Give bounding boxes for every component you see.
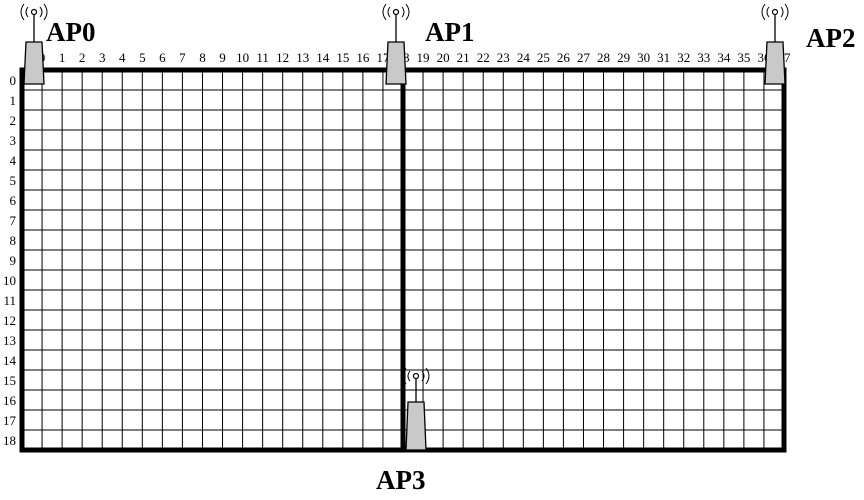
ap3-antenna-icon bbox=[402, 367, 430, 451]
column-label: 34 bbox=[717, 50, 731, 65]
walls bbox=[19, 67, 787, 453]
ap1-label: AP1 bbox=[425, 17, 475, 47]
column-label: 4 bbox=[119, 50, 126, 65]
ap0-label: AP0 bbox=[46, 17, 96, 47]
column-label: 9 bbox=[219, 50, 226, 65]
column-label: 11 bbox=[256, 50, 269, 65]
ap2-antenna-icon bbox=[761, 3, 789, 85]
row-label: 4 bbox=[10, 153, 17, 168]
column-label: 3 bbox=[99, 50, 106, 65]
column-label: 2 bbox=[79, 50, 86, 65]
ap2-label: AP2 bbox=[806, 23, 856, 53]
row-label: 12 bbox=[3, 313, 16, 328]
row-label: 18 bbox=[3, 433, 16, 448]
row-label: 15 bbox=[3, 373, 16, 388]
column-label: 22 bbox=[477, 50, 490, 65]
row-label: 2 bbox=[10, 113, 17, 128]
ap1-antenna-icon bbox=[382, 3, 410, 85]
row-label: 11 bbox=[3, 293, 16, 308]
column-label: 24 bbox=[517, 50, 531, 65]
column-label: 10 bbox=[236, 50, 249, 65]
row-label: 0 bbox=[10, 73, 17, 88]
column-label: 20 bbox=[437, 50, 450, 65]
row-label: 9 bbox=[10, 253, 17, 268]
row-label: 10 bbox=[3, 273, 16, 288]
column-label: 1 bbox=[59, 50, 66, 65]
column-label: 8 bbox=[199, 50, 206, 65]
row-label: 6 bbox=[10, 193, 17, 208]
column-label: 12 bbox=[276, 50, 289, 65]
column-label: 6 bbox=[159, 50, 166, 65]
column-label: 16 bbox=[356, 50, 370, 65]
column-label: 31 bbox=[657, 50, 670, 65]
column-label: 29 bbox=[617, 50, 630, 65]
row-label: 8 bbox=[10, 233, 17, 248]
column-label: 33 bbox=[697, 50, 710, 65]
row-label: 14 bbox=[3, 353, 17, 368]
column-label: 21 bbox=[457, 50, 470, 65]
row-label: 3 bbox=[10, 133, 17, 148]
row-label: 1 bbox=[10, 93, 17, 108]
ap3-label: AP3 bbox=[376, 465, 426, 495]
column-label: 7 bbox=[179, 50, 186, 65]
row-label: 13 bbox=[3, 333, 16, 348]
column-label: 25 bbox=[537, 50, 550, 65]
column-label: 15 bbox=[336, 50, 349, 65]
column-label: 30 bbox=[637, 50, 650, 65]
column-label: 32 bbox=[677, 50, 690, 65]
column-label: 5 bbox=[139, 50, 146, 65]
column-labels: 0123456789101112131415161718192021222324… bbox=[39, 50, 791, 65]
row-label: 5 bbox=[10, 173, 17, 188]
column-label: 19 bbox=[417, 50, 430, 65]
column-label: 28 bbox=[597, 50, 610, 65]
column-label: 13 bbox=[296, 50, 309, 65]
column-label: 23 bbox=[497, 50, 510, 65]
column-label: 27 bbox=[577, 50, 591, 65]
column-label: 26 bbox=[557, 50, 571, 65]
column-label: 14 bbox=[316, 50, 330, 65]
row-label: 17 bbox=[3, 413, 17, 428]
row-label: 7 bbox=[10, 213, 17, 228]
row-label: 16 bbox=[3, 393, 17, 408]
column-label: 35 bbox=[737, 50, 750, 65]
ap0-antenna-icon bbox=[20, 3, 48, 85]
